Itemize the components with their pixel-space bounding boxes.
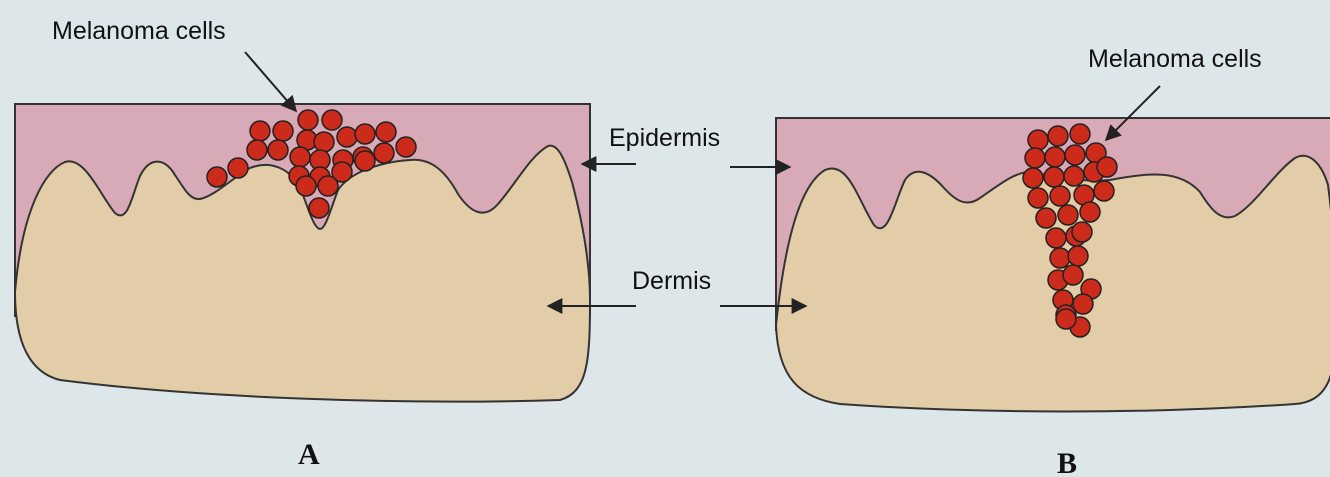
melanoma-cell — [247, 140, 267, 160]
melanoma-cell — [1025, 148, 1045, 168]
melanoma-cell — [1065, 145, 1085, 165]
melanoma-cell — [250, 121, 270, 141]
melanoma-cell — [1068, 246, 1088, 266]
melanoma-cell — [1058, 205, 1078, 225]
melanoma-cell — [207, 167, 227, 187]
melanoma-cells-label-b: Melanoma cells — [1088, 45, 1262, 73]
melanoma-cells-label-a: Melanoma cells — [52, 17, 226, 45]
melanoma-cell — [1036, 208, 1056, 228]
melanoma-cell — [290, 147, 310, 167]
melanoma-cell — [298, 110, 318, 130]
melanoma-cell — [337, 127, 357, 147]
melanoma-cell — [1046, 228, 1066, 248]
melanoma-cell — [1063, 265, 1083, 285]
melanoma-cell — [1073, 294, 1093, 314]
arrow-melanoma-a — [245, 52, 296, 111]
melanoma-cell — [1045, 147, 1065, 167]
melanoma-cell — [1028, 130, 1048, 150]
melanoma-cell — [1097, 157, 1117, 177]
melanoma-cell — [309, 198, 329, 218]
melanoma-cell — [228, 158, 248, 178]
melanoma-cell — [1048, 126, 1068, 146]
melanoma-cell — [1080, 202, 1100, 222]
melanoma-cell — [396, 137, 416, 157]
melanoma-cell — [1023, 168, 1043, 188]
melanoma-cell — [1070, 124, 1090, 144]
epidermis-label: Epidermis — [609, 124, 720, 152]
dermis-label: Dermis — [632, 267, 711, 295]
melanoma-cell — [273, 121, 293, 141]
melanoma-cell — [1050, 186, 1070, 206]
melanoma-cell — [268, 140, 288, 160]
melanoma-cell — [322, 110, 342, 130]
melanoma-cell — [374, 143, 394, 163]
melanoma-cell — [318, 176, 338, 196]
melanoma-cell — [1072, 222, 1092, 242]
panel-b-label: B — [1057, 447, 1077, 477]
melanoma-cell — [355, 151, 375, 171]
melanoma-cell — [1028, 188, 1048, 208]
melanoma-cell — [1056, 309, 1076, 329]
melanoma-cell — [376, 122, 396, 142]
melanoma-cell — [1064, 166, 1084, 186]
melanoma-cell — [355, 124, 375, 144]
melanoma-cell — [296, 176, 316, 196]
melanoma-cell — [1094, 181, 1114, 201]
panel-a-label: A — [298, 438, 320, 471]
melanoma-cell — [1044, 167, 1064, 187]
panel-b: Melanoma cells B — [720, 45, 1330, 477]
melanoma-cell — [1050, 248, 1070, 268]
melanoma-cell — [314, 132, 334, 152]
panel-a: Melanoma cells A — [15, 17, 636, 471]
